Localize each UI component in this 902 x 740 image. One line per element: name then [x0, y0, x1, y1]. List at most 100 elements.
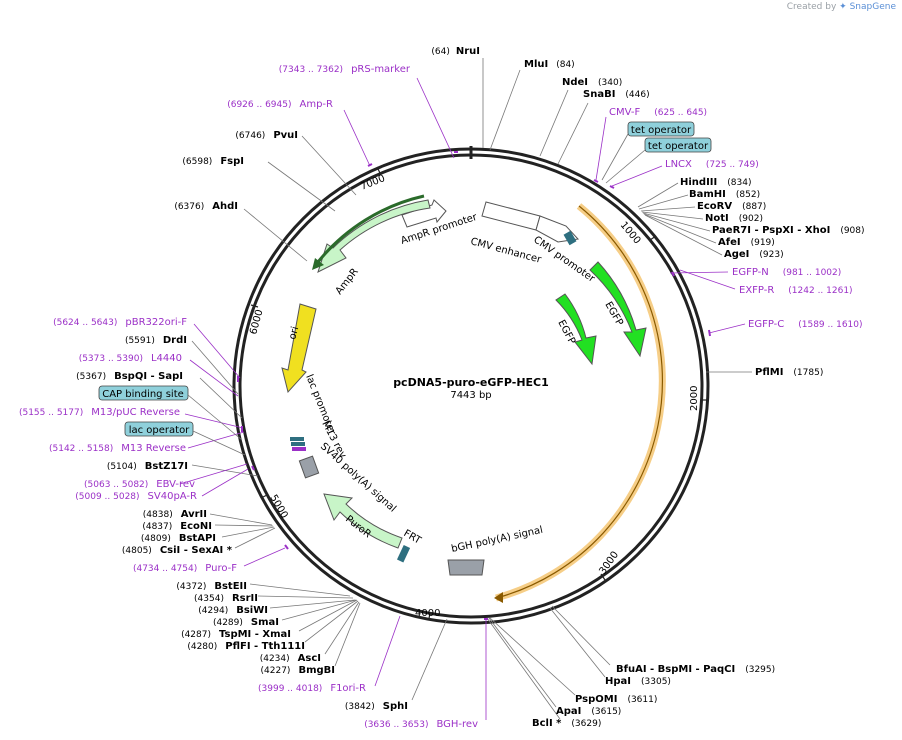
enzyme-label-bcli: BclI *(3629): [532, 718, 601, 729]
primer-label-amp-r: (6926 .. 6945)Amp-R: [227, 99, 333, 110]
enzyme-label-asci: (4234)AscI: [260, 653, 321, 664]
egfp-inner-arrow: [555, 293, 597, 366]
tet-operator-2-leader: [605, 149, 646, 184]
enzyme-label-rsrii: (4354)RsrII: [194, 593, 258, 604]
primer-label-cmv-f: CMV-F(625 .. 645): [609, 107, 707, 118]
enzyme-label-nrui: (64)NruI: [431, 46, 480, 57]
enzyme-label-ecorv: EcoRV(887): [697, 201, 766, 212]
enzyme-label-agei: AgeI(923): [724, 249, 784, 260]
enzyme-label-pvui: (6746)PvuI: [235, 130, 298, 141]
m13-marker: [292, 447, 306, 451]
boxed-label-tet-operator-2: tet operator: [644, 137, 712, 153]
enzyme-label-xhoi: PaeR7I - PspXI - XhoI(908): [712, 225, 865, 236]
boxed-label-text: tet operator: [648, 141, 709, 152]
boxed-label-tet-operator-1: tet operator: [627, 121, 695, 137]
primer-leaders: [179, 77, 746, 720]
boxed-label-text: tet operator: [631, 125, 692, 136]
egfp-outer-arrow: [589, 261, 647, 358]
sv40-polya-block: [298, 455, 320, 479]
enzyme-label-bfuai: BfuAI - BspMI - PaqCI(3295): [616, 664, 775, 675]
cmv-promoter-marker: [563, 230, 577, 246]
primer-label-m13-reverse: (5142 .. 5158)M13 Reverse: [49, 443, 186, 454]
enzyme-label-bstapi: (4809)BstAPI: [141, 533, 216, 544]
ori-arrow: [281, 303, 317, 394]
primer-label-prs-marker: (7343 .. 7362)pRS-marker: [279, 64, 411, 75]
bgh-polya-block: [447, 559, 485, 576]
enzyme-label-hindiii: HindIII(834): [680, 177, 751, 188]
tick-4000: 4000: [415, 608, 440, 619]
ampr-promoter-arrow: [401, 199, 447, 228]
lac-operator-leader: [192, 430, 246, 456]
tick-1000: 1000: [618, 220, 643, 247]
cap-binding-leader: [187, 394, 243, 441]
enzyme-label-noti: NotI(902): [705, 213, 763, 224]
enzyme-label-pflfi: (4280)PflFI - Tth111I: [187, 641, 305, 652]
primer-label-sv40pa-r: (5009 .. 5028)SV40pA-R: [75, 491, 197, 502]
enzyme-label-csii: (4805)CsiI - SexAI *: [122, 545, 233, 556]
enzyme-label-pspomi: PspOMI(3611): [575, 694, 657, 705]
enzyme-label-hpai: HpaI(3305): [605, 676, 671, 687]
enzyme-label-afei: AfeI(919): [718, 237, 775, 248]
enzyme-label-pflmi: PflMI(1785): [755, 367, 823, 378]
plasmid-length: 7443 bp: [450, 390, 491, 401]
enzyme-label-bmgbi: (4227)BmgBI: [261, 665, 335, 676]
cmv-enhancer-arrow: [481, 201, 541, 231]
snapgene-logo: ✦: [839, 2, 847, 12]
boxed-label-lac-operator: lac operator: [124, 421, 194, 437]
enzyme-label-drdi: (5591)DrdI: [125, 335, 187, 346]
enzyme-label-bsiwi: (4294)BsiWI: [198, 605, 268, 616]
credit-prefix: Created by: [786, 2, 837, 12]
enzyme-label-tspmi: (4287)TspMI - XmaI: [181, 629, 291, 640]
primer-label-puro-f: (4734 .. 4754)Puro-F: [133, 563, 237, 574]
enzyme-label-bstz17i: (5104)BstZ17I: [107, 461, 188, 472]
ampr-label: AmpR: [334, 266, 361, 296]
boxed-label-text: CAP binding site: [102, 389, 184, 400]
bgh-polya-label: bGH poly(A) signal: [450, 525, 544, 555]
enzyme-label-smai: (4289)SmaI: [213, 617, 279, 628]
insert-arrow-line: [499, 205, 663, 598]
cmv-promoter-label: CMV promoter: [531, 234, 597, 285]
insert-arrowhead: [494, 592, 503, 603]
tick-5000: 5000: [267, 493, 289, 521]
primer-label-ebv-rev: (5063 .. 5082)EBV-rev: [84, 479, 195, 490]
scale-ticks: [250, 166, 709, 620]
enzyme-label-ndei: NdeI(340): [562, 77, 622, 88]
primer-label-m13-puc-reverse: (5155 .. 5177)M13/pUC Reverse: [19, 407, 180, 418]
enzyme-label-ahdi: (6376)AhdI: [174, 201, 238, 212]
enzyme-label-snabi: SnaBI(446): [583, 89, 650, 100]
ori-label: ori: [287, 325, 301, 340]
enzyme-label-sapi: (5367)BspQI - SapI: [76, 371, 183, 382]
tet-operator-1-leader: [601, 133, 629, 181]
enzyme-label-mlui: MluI(84): [524, 59, 575, 70]
snapgene-credit: Created by ✦ SnapGene: [787, 2, 896, 12]
cap-site-marker: [291, 442, 305, 446]
ampr-outer-arrowhead: [312, 258, 324, 270]
boxed-label-cap-binding-site: CAP binding site: [98, 385, 189, 401]
primer-label-f1ori-r: (3999 .. 4018)F1ori-R: [258, 683, 366, 694]
primer-marks: [237, 151, 711, 620]
ampr-outer-arrow: [316, 194, 425, 263]
primer-label-bgh-rev: (3636 .. 3653)BGH-rev: [364, 719, 478, 730]
plasmid-name: pcDNA5-puro-eGFP-HEC1: [393, 376, 549, 389]
frt-marker: [396, 545, 411, 563]
lac-operator-marker: [290, 437, 304, 441]
primer-label-exfp-r: EXFP-R(1242 .. 1261): [739, 285, 853, 296]
credit-brand: SnapGene: [849, 2, 896, 12]
puror-arrow: [323, 493, 403, 549]
enzyme-label-avrii: (4838)AvrII: [143, 509, 207, 520]
enzyme-label-fspi: (6598)FspI: [182, 156, 244, 167]
primer-label-egfp-c: EGFP-C(1589 .. 1610): [748, 319, 863, 330]
boxed-label-text: lac operator: [129, 425, 190, 436]
primer-label-pbr322ori-f: (5624 .. 5643)pBR322ori-F: [53, 317, 187, 328]
enzyme-leaders: [191, 58, 752, 720]
enzyme-label-apai: ApaI(3615): [556, 706, 621, 717]
enzyme-label-sphi: (3842)SphI: [345, 701, 408, 712]
primer-label-egfp-n: EGFP-N(981 .. 1002): [732, 267, 841, 278]
primer-label-lncx: LNCX(725 .. 749): [665, 159, 759, 170]
frt-label: FRT: [402, 528, 424, 547]
enzyme-label-bsteii: (4372)BstEII: [176, 581, 247, 592]
primer-label-l4440: (5373 .. 5390)L4440: [79, 353, 182, 364]
enzyme-label-bamhi: BamHI(852): [689, 189, 760, 200]
tick-2000: 2000: [689, 386, 700, 411]
